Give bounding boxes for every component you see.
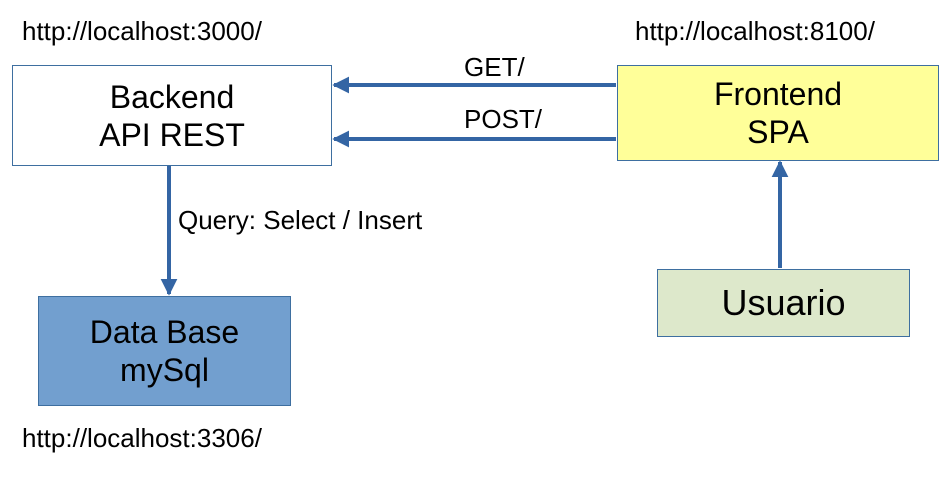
frontend-node-title: Frontend xyxy=(713,76,843,112)
frontend-node-subtitle: SPA xyxy=(747,114,809,150)
query-label: Query: Select / Insert xyxy=(178,205,423,235)
database-url: http://localhost:3306/ xyxy=(22,423,262,453)
frontend-url: http://localhost:8100/ xyxy=(635,16,875,46)
post-label: POST/ xyxy=(464,104,543,134)
backend-node-title: Backend xyxy=(109,78,235,115)
database-node: Data Base mySql xyxy=(38,296,291,406)
backend-node-subtitle: API REST xyxy=(99,116,245,153)
database-node-subtitle: mySql xyxy=(120,352,209,388)
get-label: GET/ xyxy=(464,52,525,82)
database-node-title: Data Base xyxy=(89,314,240,350)
backend-node: Backend API REST xyxy=(12,65,332,166)
user-node: Usuario xyxy=(657,269,910,337)
frontend-node: Frontend SPA xyxy=(617,65,939,161)
user-node-title: Usuario xyxy=(721,282,846,323)
backend-url: http://localhost:3000/ xyxy=(22,16,262,46)
